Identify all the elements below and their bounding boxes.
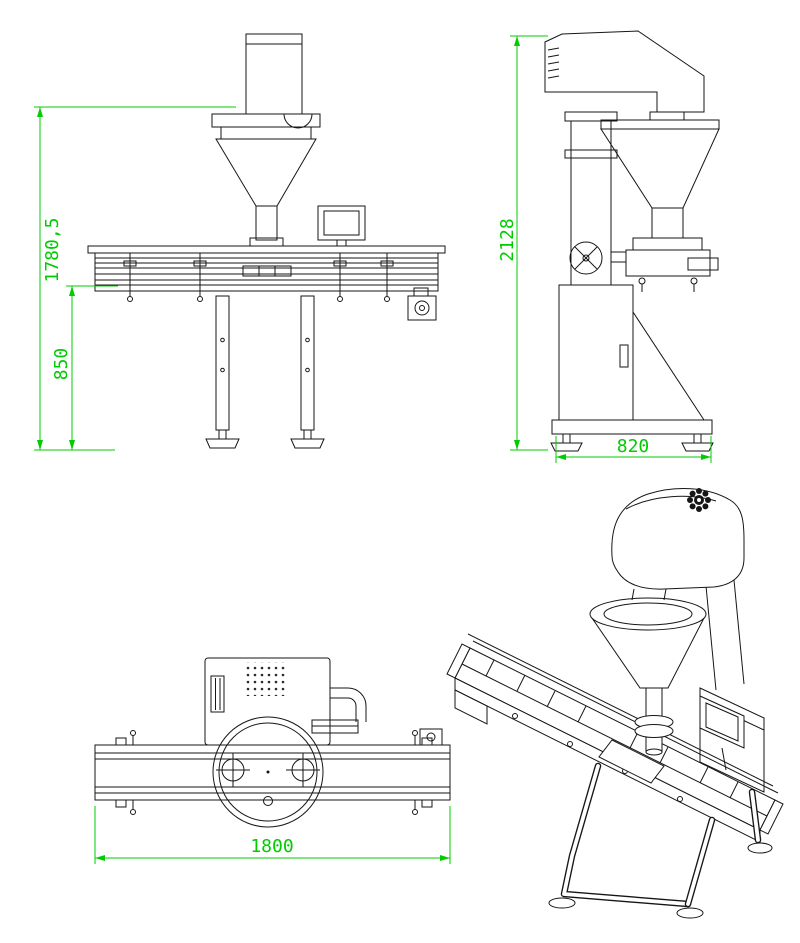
- isometric-view: [446, 487, 784, 919]
- support-column-iso: [705, 579, 745, 691]
- dimension-top-conveyor-length: 1800: [94, 806, 451, 864]
- conveyor-end-drive-iso: [454, 689, 488, 725]
- dimension-side-base-depth: 820: [555, 436, 712, 463]
- support-column-side: [564, 111, 618, 286]
- control-panel: [317, 205, 366, 247]
- motor-head-iso: [611, 487, 745, 590]
- dimension-side-total-height: 2128: [497, 35, 548, 451]
- frame-legs-front: [205, 295, 325, 449]
- dimension-label-850: 850: [51, 348, 72, 381]
- motor-head-side: [544, 30, 705, 121]
- hopper-funnel: [215, 138, 317, 247]
- conveyor-front: [87, 245, 446, 292]
- base-frame-iso: [548, 762, 773, 919]
- top-view: 1800: [94, 657, 451, 864]
- clamp-assembly-side: [611, 237, 719, 292]
- machine-housing-top: [204, 657, 331, 746]
- dimension-front-table-height: 850: [51, 285, 118, 450]
- control-panel-iso: [699, 695, 745, 771]
- dimension-label-1800: 1800: [250, 836, 293, 857]
- bottle-platform-iso: [598, 739, 665, 784]
- drive-motor-top: [419, 728, 443, 746]
- front-view: 1780,5 850: [34, 33, 446, 451]
- side-view: 2128 820: [497, 30, 720, 463]
- hopper-side: [600, 119, 720, 239]
- pipe-elbow-top: [311, 687, 367, 734]
- gear-decal-icon: [687, 488, 711, 512]
- base-side: [550, 419, 714, 452]
- dimension-label-1780-5: 1780,5: [42, 217, 63, 282]
- hopper-iso: [589, 588, 707, 756]
- bottle-guide-clamps: [123, 253, 394, 302]
- vent-dot-grid: [246, 662, 288, 696]
- machine-body-side: [558, 284, 705, 421]
- dimension-label-820: 820: [617, 436, 650, 457]
- filler-body-circle-top: [212, 716, 324, 828]
- dimension-front-total-height: 1780,5: [34, 106, 236, 451]
- conveyor-drive-motor: [407, 287, 437, 321]
- dimension-label-2128: 2128: [497, 218, 518, 261]
- auger-motor-cylinder: [211, 33, 321, 140]
- handwheel: [569, 241, 603, 275]
